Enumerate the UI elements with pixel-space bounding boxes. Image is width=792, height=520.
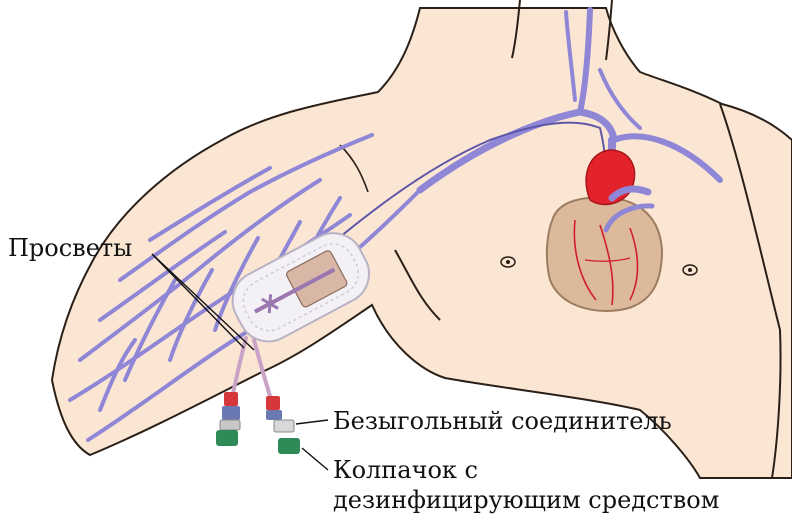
connector-right: [266, 396, 300, 454]
leader-needleless: [296, 420, 328, 424]
connector-left: [216, 392, 240, 446]
label-cap-line2: дезинфицирующим средством: [333, 488, 719, 512]
leader-cap: [302, 448, 328, 470]
label-lumens: Просветы: [8, 236, 132, 260]
label-needleless-connector: Безыгольный соединитель: [333, 409, 672, 433]
label-cap-line1: Колпачок с: [333, 458, 478, 482]
